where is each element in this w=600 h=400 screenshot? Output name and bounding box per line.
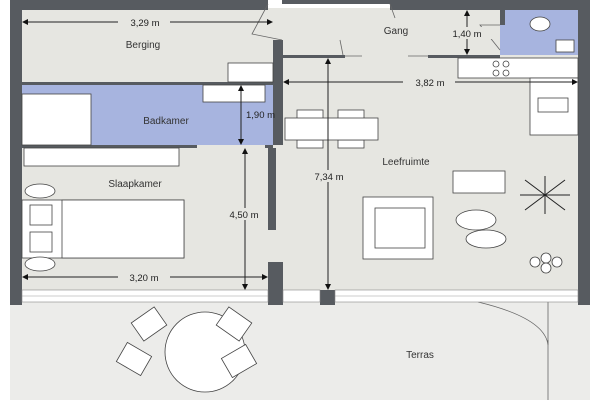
dining-table — [284, 109, 379, 149]
kitchen-counter — [457, 57, 579, 136]
wc-basin — [555, 39, 575, 53]
terrace-floor — [10, 302, 590, 400]
dim-badkamer-depth: 1,90 m — [246, 110, 275, 121]
coffee-table — [455, 209, 497, 231]
dim-slaapkamer-width: 3,20 m — [129, 273, 158, 284]
dim-leefruimte-depth: 7,34 m — [314, 172, 343, 183]
dimension-labels: 3,29 m 1,40 m 3,82 m 1,90 m 7,34 m 4,50 … — [118, 16, 492, 284]
washbasin — [202, 84, 266, 103]
nightstand-lamp — [24, 183, 56, 199]
wardrobe — [23, 147, 180, 167]
dim-gang-depth: 1,40 m — [452, 29, 481, 40]
room-label-berging: Berging — [126, 40, 160, 51]
dim-slaapkamer-depth: 4,50 m — [229, 210, 258, 221]
plant-pot — [529, 252, 563, 274]
side-table — [465, 229, 507, 249]
room-label-badkamer: Badkamer — [143, 116, 189, 127]
toilet — [529, 16, 551, 32]
bed — [21, 199, 185, 259]
dim-leefruimte-width: 3,82 m — [415, 78, 444, 89]
doors — [251, 3, 501, 57]
bathtub — [21, 93, 92, 146]
walls — [10, 0, 590, 305]
plant — [520, 176, 570, 214]
dim-berging-width: 3,29 m — [130, 18, 159, 29]
room-label-leefruimte: Leefruimte — [382, 157, 430, 168]
room-label-slaapkamer: Slaapkamer — [108, 179, 162, 190]
terrace-chairs — [115, 306, 258, 379]
sofa — [362, 196, 434, 260]
nightstand-lamp — [24, 256, 56, 272]
armchair — [452, 170, 506, 194]
windows — [21, 289, 579, 303]
room-label-gang: Gang — [384, 26, 408, 37]
storage-cabinet — [227, 62, 274, 83]
room-label-terras: Terras — [406, 350, 434, 361]
